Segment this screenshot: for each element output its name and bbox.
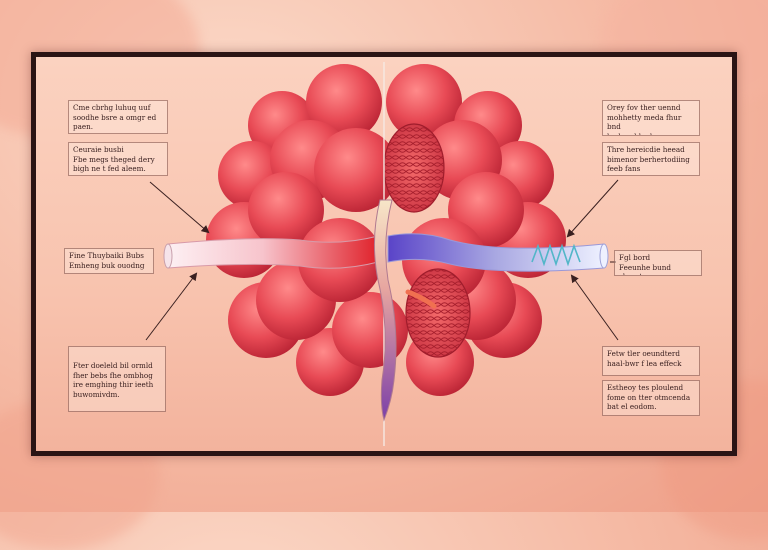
cut-cell-upper: [384, 124, 444, 212]
pointer-arrow: [568, 180, 618, 236]
pointer-arrow: [572, 276, 618, 340]
annotation-left-top: Cme cbrhg luhuq uuf soodhe bsre a omgr e…: [68, 100, 168, 134]
annotation-right-mid: Fgl bord Feeunhe bund sheret.: [614, 250, 702, 276]
pointer-arrow: [146, 274, 196, 340]
annotation-right-upper: Thre hereicdie heead bimenor berhertodii…: [602, 142, 700, 176]
annotation-left-bottom: Fter doeleld bil ormld fher bebs fhe omb…: [68, 346, 166, 412]
annotation-right-lower: Fetw tler oeundterd haal-bwr f lea effec…: [602, 346, 700, 376]
annotation-right-top: Orey fov ther uennd mohhetty meda fhur b…: [602, 100, 700, 136]
annotation-left-upper: Ceuraie busbi Fbe megs theged dery bigh …: [68, 142, 168, 176]
annotation-left-mid: Fine Thuybaiki Bubs Emheng buk ouodng: [64, 248, 154, 274]
pointer-arrow: [150, 182, 208, 232]
cut-cell-lower: [406, 269, 470, 357]
annotation-right-bottom: Estheoy tes ploulend fome on tter otmcen…: [602, 380, 700, 416]
